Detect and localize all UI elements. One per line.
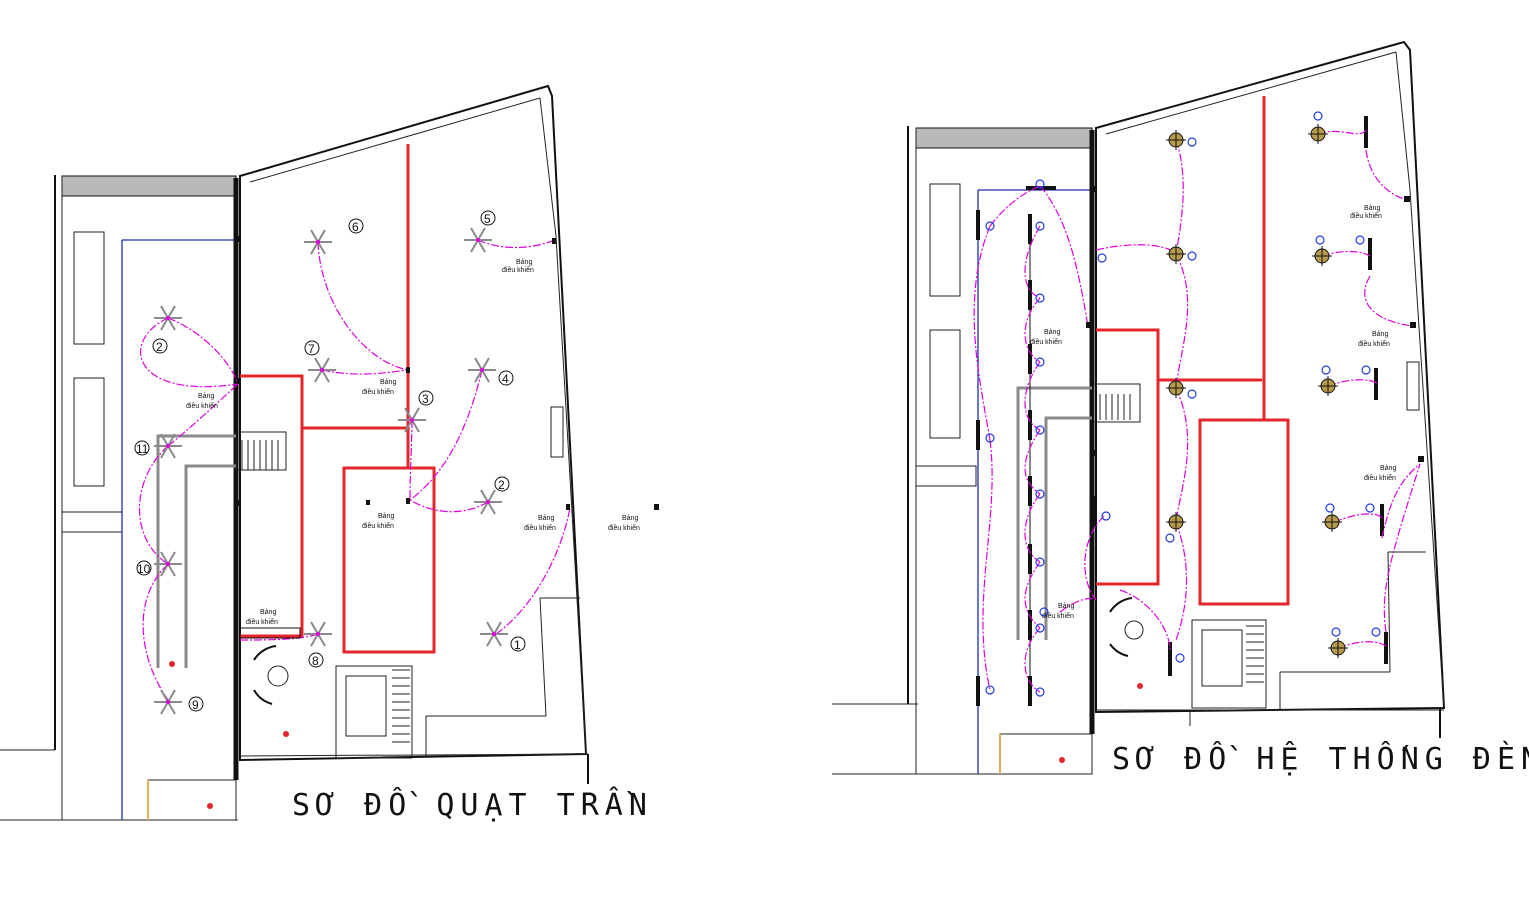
switch-label: điều khiển — [186, 401, 218, 410]
fire-extinguisher-icon — [1059, 683, 1143, 763]
switch-label: điều khiển — [502, 265, 534, 274]
fan-number: 8 — [312, 654, 319, 668]
switch-label: Bảng — [378, 513, 394, 520]
lighting-plan-title: SƠ ĐỒ HỆ THỐNG ĐÈN — [1112, 742, 1529, 777]
fan-number: 5 — [484, 212, 491, 226]
switch-label: điều khiển — [524, 523, 556, 532]
fan-number: 2 — [498, 478, 505, 492]
fan-number: 3 — [422, 392, 429, 406]
fire-extinguisher-icon — [169, 661, 289, 809]
fan-number: 4 — [502, 372, 509, 386]
switch-label: điều khiển — [246, 617, 278, 626]
ceiling-fan-icon — [474, 489, 502, 515]
fan-number: 9 — [192, 698, 199, 712]
switch-label: Bảng — [1364, 205, 1380, 212]
fan-number: 7 — [308, 342, 315, 356]
switch-label: Bảng — [198, 393, 214, 400]
switch-label: Bảng — [516, 259, 532, 266]
ceiling-fan-icon — [154, 689, 182, 715]
switch-label: điều khiển — [1364, 473, 1396, 482]
ceiling-fan-icon — [304, 229, 332, 255]
ceiling-light-icon — [1166, 124, 1348, 658]
ceiling-fan-icon — [464, 227, 492, 253]
switch-label: Bảng — [622, 515, 638, 522]
switch-label: Bảng — [1380, 465, 1396, 472]
switch-label: điều khiển — [1350, 211, 1382, 220]
left-floor-plan: 1 2 3 4 5 6 7 8 9 10 11 2 Bảng điều khiể… — [0, 84, 659, 821]
switch-label: Bảng — [1058, 603, 1074, 610]
fan-number: 2 — [156, 340, 163, 354]
ceiling-fan-icon — [480, 621, 508, 647]
switch-label: điều khiển — [1042, 611, 1074, 620]
right-floor-plan: Bảng điều khiển Bảng điều khiển Bảng điề… — [832, 40, 1446, 775]
switch-label: Bảng — [380, 379, 396, 386]
fan-number: 10 — [137, 562, 151, 576]
ceiling-fan-icon — [468, 357, 496, 383]
ceiling-fan-icon — [308, 357, 336, 383]
switch-label: điều khiển — [1030, 337, 1062, 346]
switch-label: Bảng — [1372, 331, 1388, 338]
fan-number: 11 — [136, 442, 149, 456]
switch-label: Bảng — [1044, 329, 1060, 336]
switch-label: điều khiển — [608, 523, 640, 532]
ceiling-fan-icon — [154, 305, 182, 331]
fan-number: 1 — [514, 638, 521, 652]
switch-label: điều khiển — [1358, 339, 1390, 348]
switch-label: Bảng — [538, 515, 554, 522]
ceiling-fan-icon — [154, 433, 182, 459]
ceiling-fan-icon — [304, 621, 332, 647]
switch-label: điều khiển — [362, 521, 394, 530]
ceiling-fan-icon — [154, 551, 182, 577]
ceiling-fan-icon — [398, 407, 426, 433]
fan-plan-title: SƠ ĐỒ QUẠT TRẦN — [292, 788, 653, 823]
switch-label: điều khiển — [362, 387, 394, 396]
fan-number: 6 — [352, 220, 359, 234]
switch-label: Bảng — [260, 609, 276, 616]
